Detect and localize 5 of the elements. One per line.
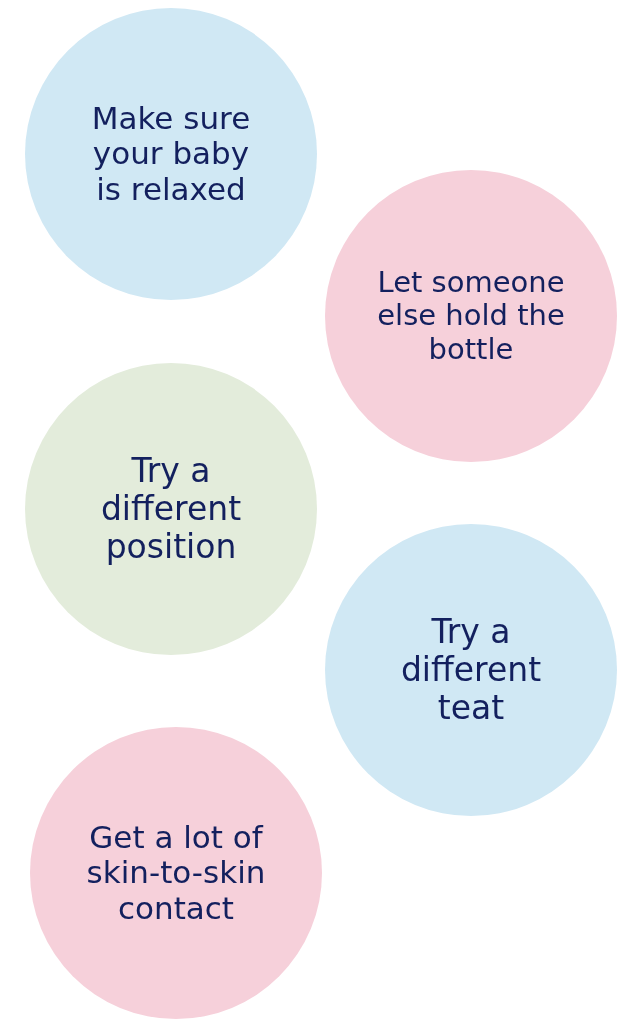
tip-text: Try a different position	[99, 452, 243, 566]
tip-text: Get a lot of skin-to-skin contact	[85, 819, 267, 927]
tip-text: Try a different teat	[399, 613, 543, 727]
tip-text: Let someone else hold the bottle	[376, 266, 566, 366]
tip-text: Make sure your baby is relaxed	[90, 100, 252, 208]
